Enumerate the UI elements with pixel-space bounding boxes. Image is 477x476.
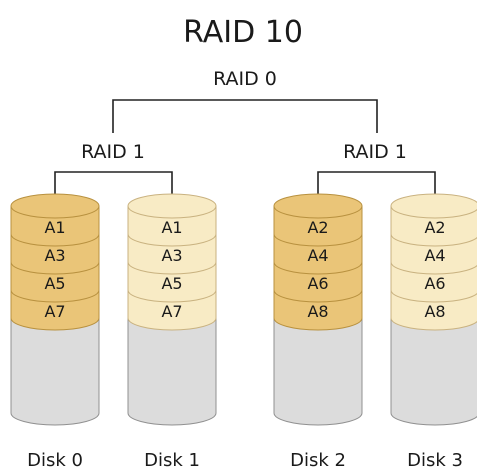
disk-body: [10, 317, 100, 426]
disk-label: Disk 3: [407, 450, 463, 471]
block-label: A7: [161, 302, 182, 321]
disk-label: Disk 1: [144, 450, 200, 471]
block-label: A4: [424, 246, 445, 265]
disk-top-cap: [10, 193, 100, 219]
block-label: A7: [44, 302, 65, 321]
block-label: A5: [161, 274, 182, 293]
block-label: A8: [307, 302, 328, 321]
block-label: A8: [424, 302, 445, 321]
raid1-label-left: RAID 1: [81, 141, 145, 163]
disk-top-cap: [273, 193, 363, 219]
disk-body: [127, 317, 217, 426]
raid0-label: RAID 0: [213, 68, 277, 90]
connector-lines: [54, 99, 436, 196]
raid0-connector: [112, 99, 378, 133]
block-label: A1: [161, 218, 182, 237]
raid1-connector-right: [317, 171, 436, 196]
block-label: A6: [424, 274, 445, 293]
raid1-label-right: RAID 1: [343, 141, 407, 163]
disk-label: Disk 2: [290, 450, 346, 471]
disk-body: [390, 317, 477, 426]
block-label: A2: [424, 218, 445, 237]
disk-label: Disk 0: [27, 450, 83, 471]
block-label: A4: [307, 246, 328, 265]
disk-body: [273, 317, 363, 426]
disk-top-cap: [127, 193, 217, 219]
block-label: A5: [44, 274, 65, 293]
block-label: A3: [161, 246, 182, 265]
disk-top-cap: [390, 193, 477, 219]
block-label: A1: [44, 218, 65, 237]
raid1-connector-left: [54, 171, 173, 196]
block-label: A3: [44, 246, 65, 265]
block-label: A6: [307, 274, 328, 293]
diagram-title: RAID 10: [183, 15, 303, 50]
block-label: A2: [307, 218, 328, 237]
